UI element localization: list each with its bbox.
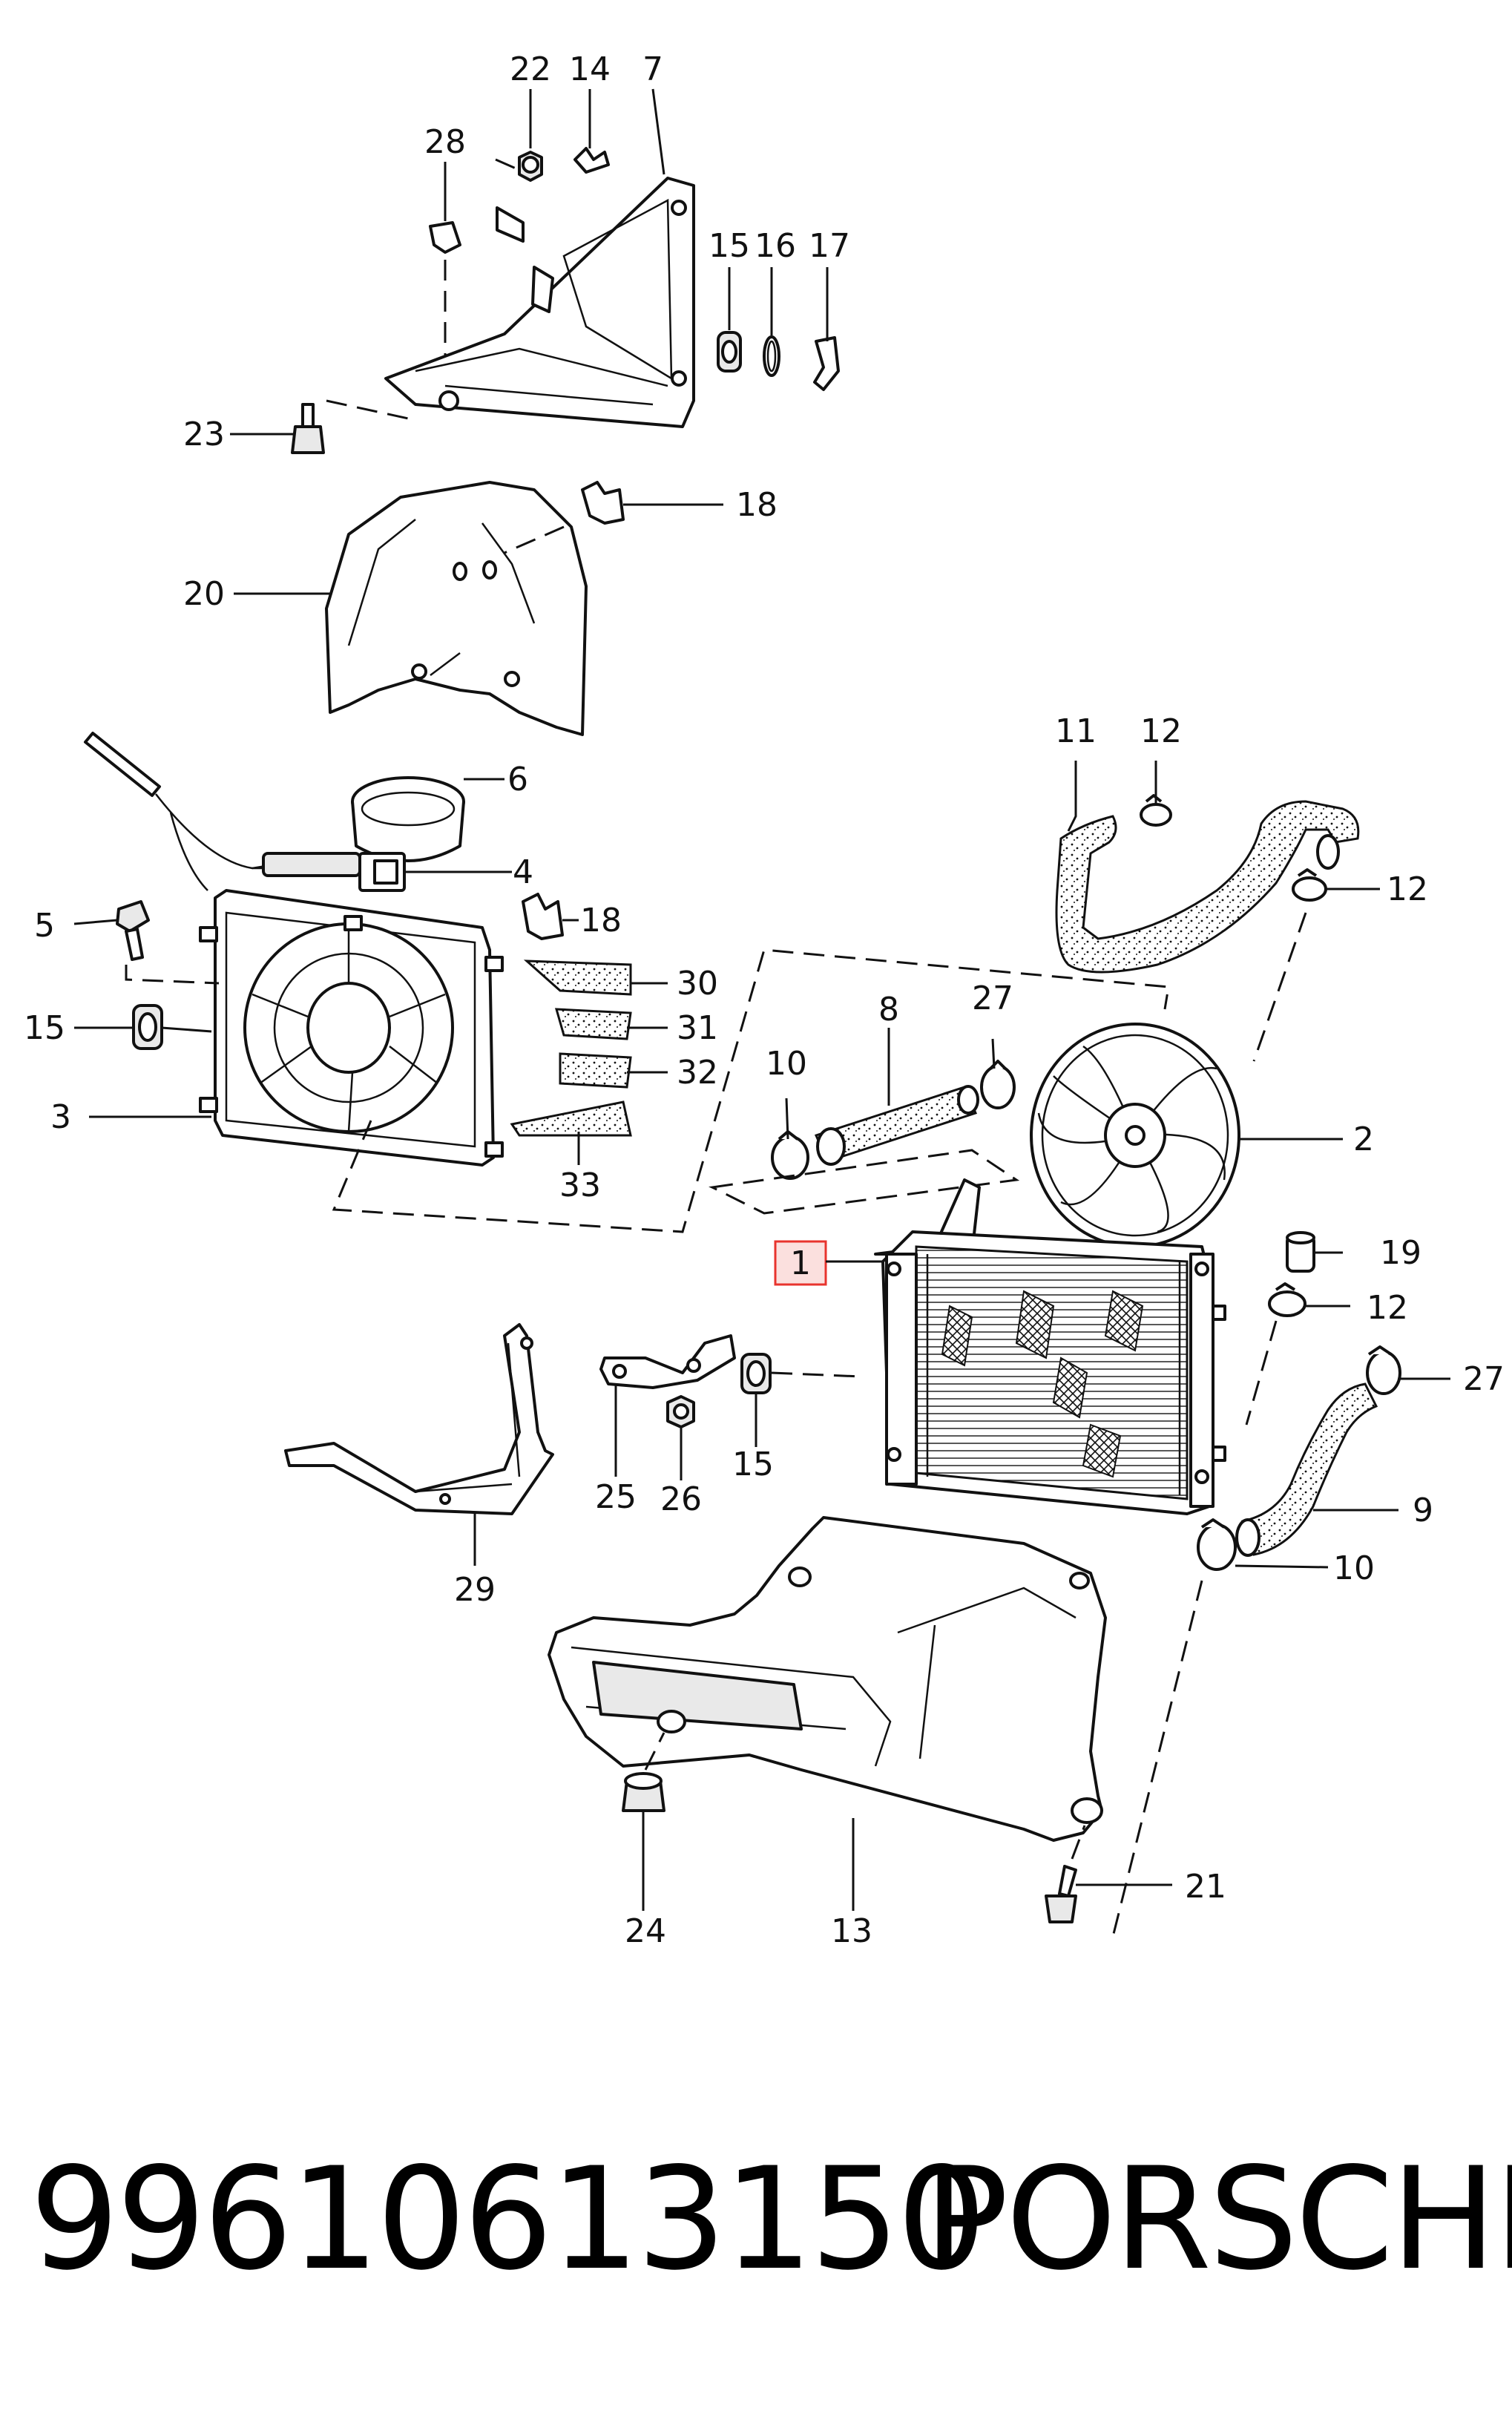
label-21: 21 bbox=[1185, 1868, 1226, 1906]
label-12-b: 12 bbox=[1387, 870, 1428, 908]
hose-part-9 bbox=[1235, 1382, 1378, 1557]
clamp-part-10-right bbox=[1197, 1518, 1237, 1571]
bolt-part-23 bbox=[291, 403, 325, 454]
radiator-part-1 bbox=[874, 1178, 1226, 1515]
fan-part-2 bbox=[1030, 1023, 1240, 1248]
label-13: 13 bbox=[831, 1912, 872, 1950]
label-15-lower: 15 bbox=[732, 1446, 774, 1483]
highlight-box-part-1 bbox=[774, 1240, 827, 1286]
label-32: 32 bbox=[677, 1054, 718, 1092]
clamp-part-27-top bbox=[980, 1060, 1016, 1109]
label-27-top: 27 bbox=[972, 980, 1013, 1017]
label-23: 23 bbox=[183, 416, 225, 453]
label-19: 19 bbox=[1380, 1234, 1421, 1272]
label-17: 17 bbox=[809, 227, 850, 265]
label-11: 11 bbox=[1055, 712, 1097, 750]
callout-labels: 22 14 7 28 15 16 17 23 18 20 6 4 5 18 15… bbox=[24, 50, 1505, 1950]
clip-part-17 bbox=[813, 336, 840, 391]
label-9: 9 bbox=[1413, 1492, 1433, 1529]
label-7: 7 bbox=[642, 50, 663, 88]
label-2: 2 bbox=[1353, 1121, 1374, 1158]
label-12-c: 12 bbox=[1367, 1289, 1408, 1327]
bracket-part-29 bbox=[284, 1323, 554, 1515]
pipe-part-8 bbox=[814, 1085, 979, 1166]
clip-part-28 bbox=[429, 221, 461, 254]
label-5: 5 bbox=[34, 907, 55, 945]
screw-part-21 bbox=[1045, 1865, 1077, 1923]
bracket-part-7 bbox=[384, 177, 695, 428]
label-31: 31 bbox=[677, 1009, 718, 1047]
label-3: 3 bbox=[50, 1098, 71, 1136]
hose-part-11 bbox=[1055, 800, 1360, 974]
fan-shroud-part-3 bbox=[199, 889, 504, 1167]
seal-part-30 bbox=[523, 959, 632, 996]
label-15-top: 15 bbox=[709, 227, 750, 265]
label-14: 14 bbox=[569, 50, 611, 88]
grommet-part-15-lower bbox=[740, 1353, 772, 1394]
label-26: 26 bbox=[660, 1480, 702, 1518]
label-18-top: 18 bbox=[736, 486, 778, 524]
duct-part-20 bbox=[325, 481, 588, 736]
bracket-part-25 bbox=[599, 1334, 736, 1389]
label-25: 25 bbox=[595, 1478, 637, 1516]
clamp-part-12-c bbox=[1268, 1282, 1306, 1317]
label-29: 29 bbox=[454, 1571, 496, 1609]
cap-part-19 bbox=[1286, 1231, 1315, 1273]
label-30: 30 bbox=[677, 965, 718, 1003]
seal-part-33 bbox=[510, 1100, 632, 1137]
label-18-mid: 18 bbox=[580, 902, 622, 939]
footer-caption: 99610613150 PORSCHE bbox=[0, 2137, 1512, 2330]
clamp-part-12-b bbox=[1292, 868, 1327, 902]
label-1: 1 bbox=[790, 1244, 811, 1282]
nut-part-26 bbox=[666, 1395, 695, 1428]
seal-part-32 bbox=[559, 1052, 632, 1089]
ring-part-16 bbox=[763, 335, 780, 377]
part-number: 99610613150 bbox=[30, 2137, 987, 2301]
label-28: 28 bbox=[424, 123, 466, 161]
clamp-part-27-right bbox=[1366, 1345, 1401, 1395]
under-tray-part-13 bbox=[548, 1516, 1107, 1842]
label-16: 16 bbox=[755, 227, 796, 265]
label-27-right: 27 bbox=[1463, 1360, 1505, 1398]
grommet-part-15-left bbox=[132, 1004, 163, 1050]
label-6: 6 bbox=[507, 761, 528, 798]
plug-part-24 bbox=[622, 1772, 665, 1812]
clamp-part-10-top bbox=[771, 1130, 809, 1180]
ring-part-6 bbox=[351, 776, 465, 862]
label-12-a: 12 bbox=[1140, 712, 1182, 750]
grommet-part-15-top bbox=[717, 331, 742, 373]
label-15-left: 15 bbox=[24, 1009, 65, 1047]
seal-part-31 bbox=[554, 1008, 632, 1040]
clip-part-18-top bbox=[581, 481, 625, 525]
clip-part-14 bbox=[573, 147, 610, 174]
bolt-part-5 bbox=[116, 900, 150, 961]
label-8: 8 bbox=[878, 991, 899, 1028]
label-33: 33 bbox=[559, 1167, 601, 1204]
nut-part-22 bbox=[518, 151, 543, 182]
label-24: 24 bbox=[625, 1912, 666, 1950]
label-4: 4 bbox=[513, 853, 533, 891]
label-10-top: 10 bbox=[766, 1045, 807, 1083]
sensor-cable-part-4 bbox=[84, 732, 406, 892]
clip-part-18-mid bbox=[522, 893, 564, 940]
brand-name: PORSCHE bbox=[924, 2137, 1512, 2301]
label-10-right: 10 bbox=[1333, 1549, 1375, 1587]
label-20: 20 bbox=[183, 575, 225, 613]
leader-lines bbox=[73, 88, 1450, 1911]
label-22: 22 bbox=[510, 50, 551, 88]
